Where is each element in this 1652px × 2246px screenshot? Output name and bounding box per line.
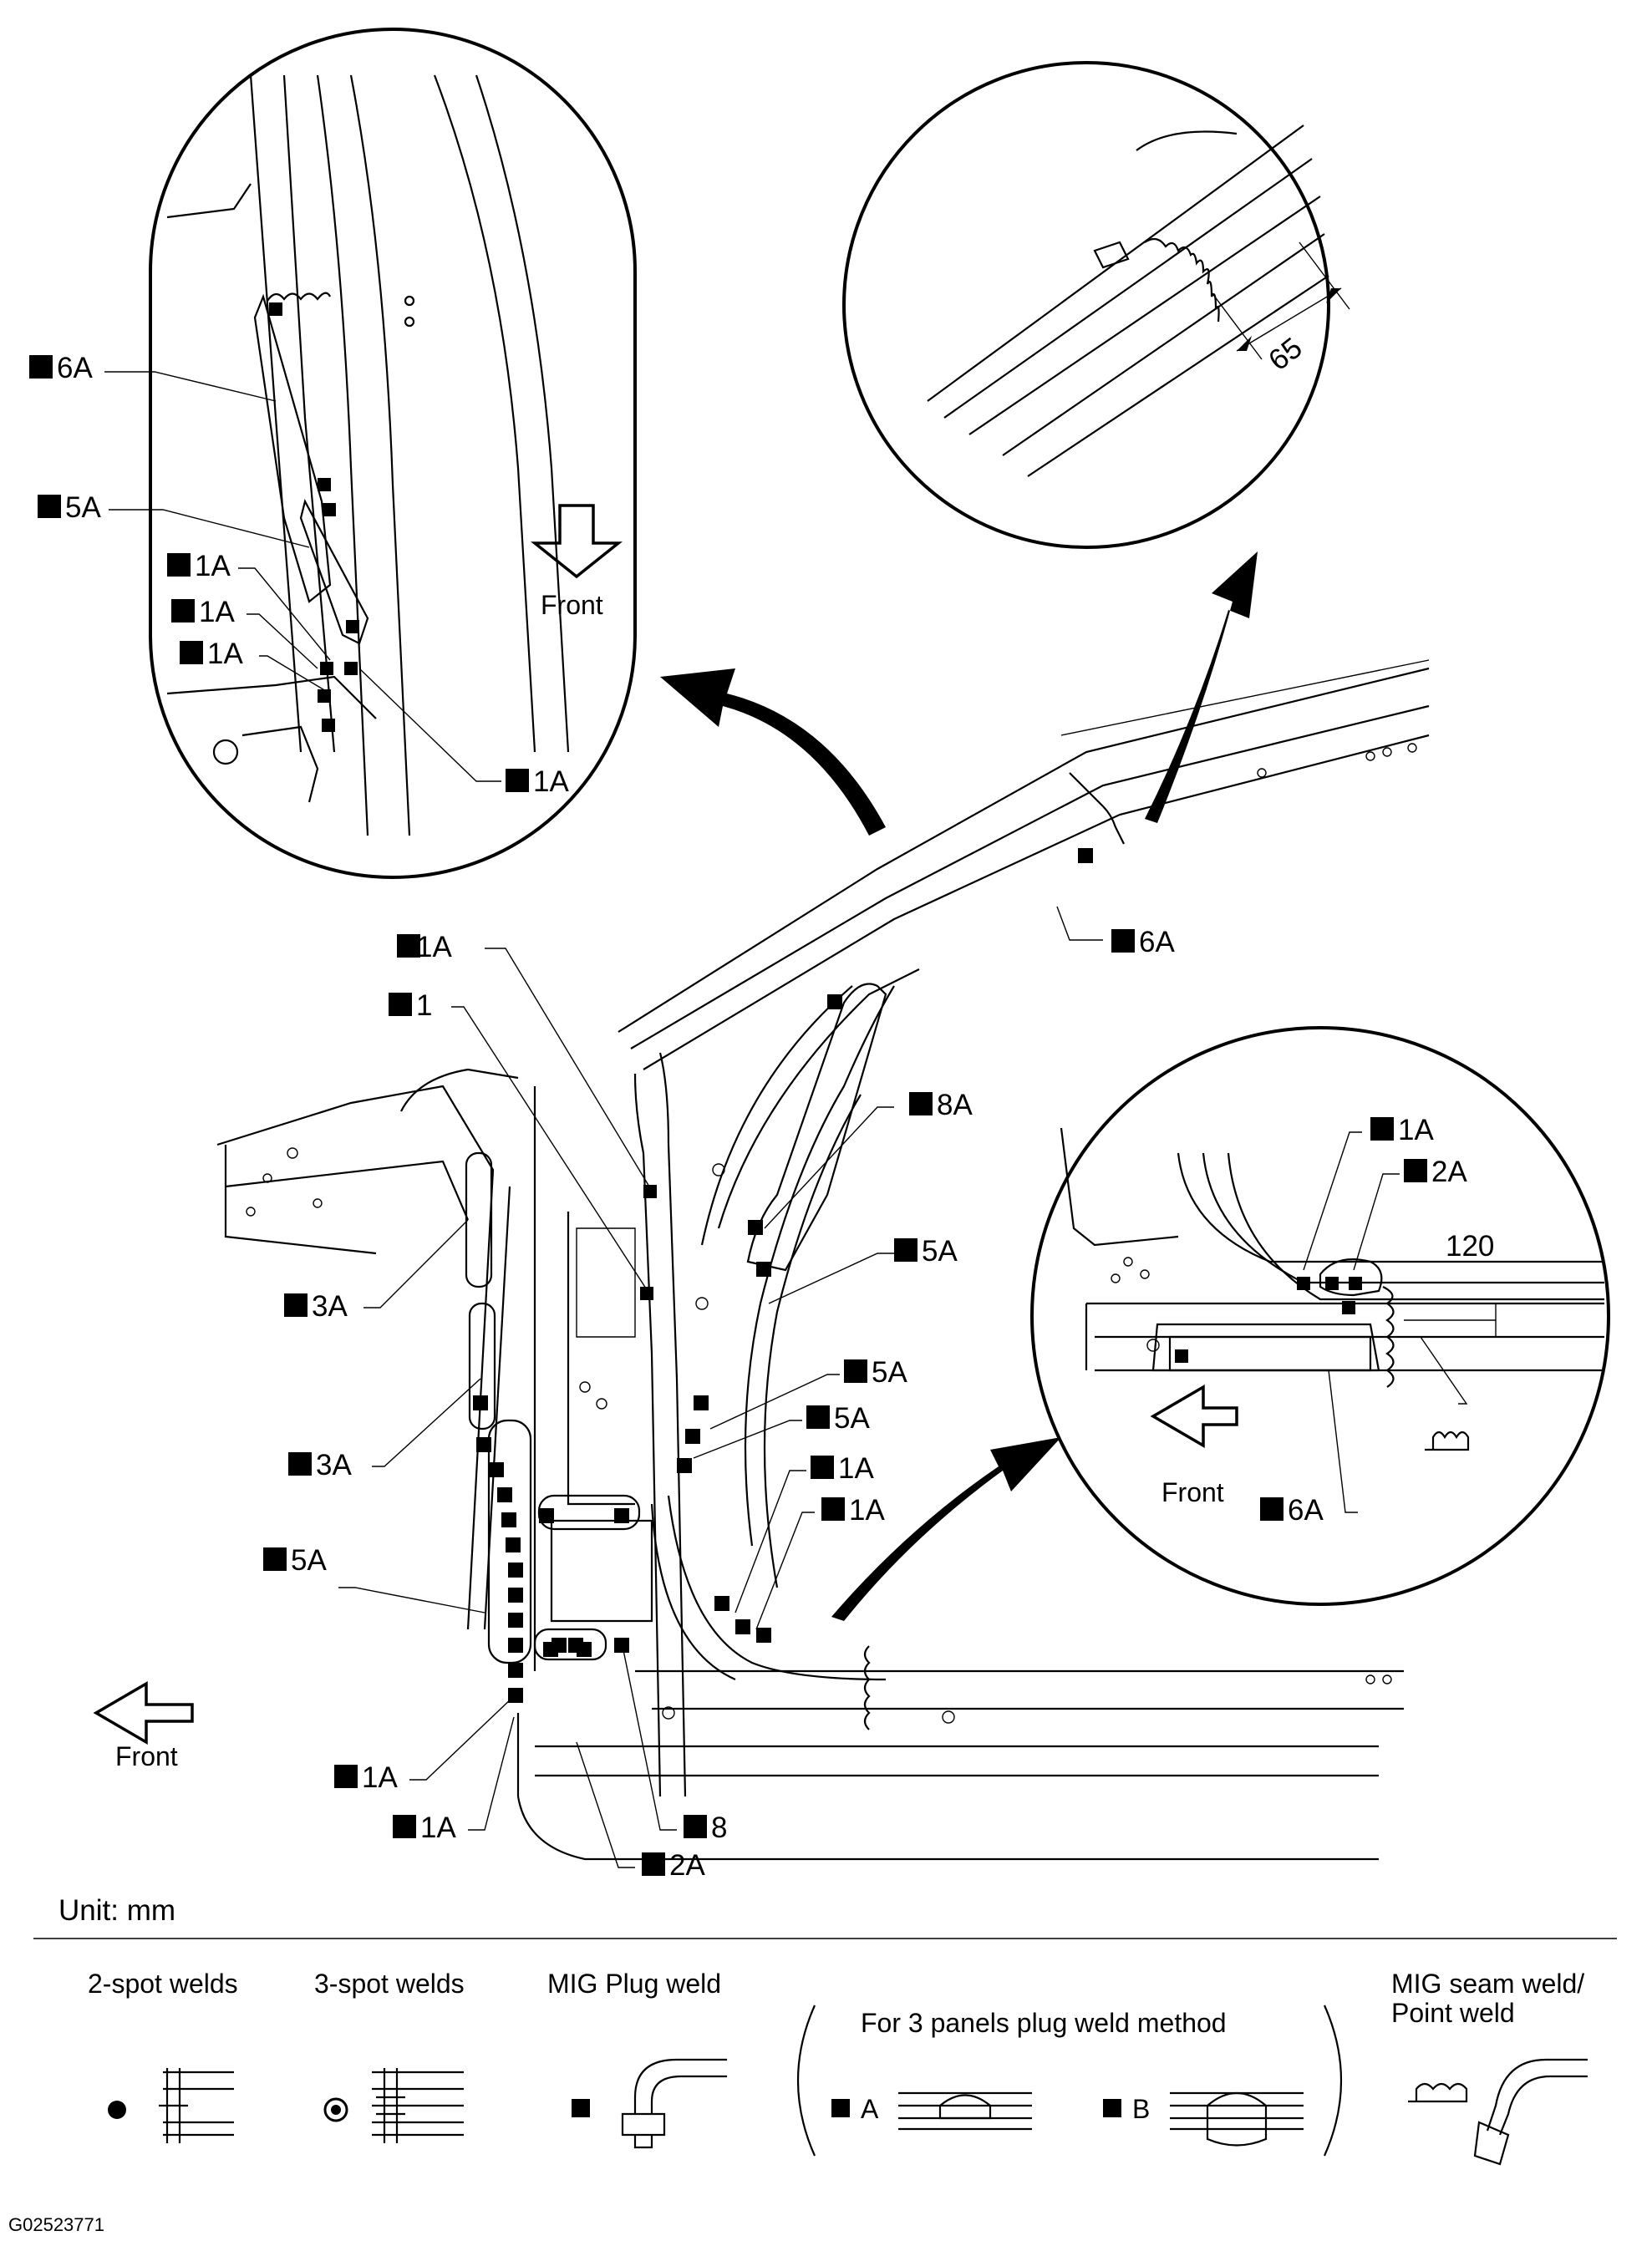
label-1a-h: 1A [362,1761,398,1794]
label-1a-i: 1A [420,1812,456,1844]
method-b-icon [1170,2091,1304,2147]
label-6a-a: 6A [57,352,93,384]
label-front-main: Front [115,1741,178,1771]
label-1a-c: 1A [207,638,243,670]
legend-mig-plug-label: MIG Plug weld [547,1969,721,1999]
legend-mig-seam-label-2: Point weld [1391,1998,1515,2028]
legend: 2-spot welds 3-spot welds MIG Plug weld … [88,1969,1588,2166]
legend-mig-seam-label-1: MIG seam weld/ [1391,1969,1584,1999]
weld-labels: 6A 5A 1A 1A 1A 1A Front 65 6A 1A 1 8A 5A… [29,332,1494,1882]
label-3a-a: 3A [312,1290,348,1323]
legend-method-b: B [1132,2094,1150,2124]
label-1a-b: 1A [199,596,235,628]
label-5a-c: 5A [872,1356,907,1389]
spot-dot-icon [108,2101,126,2119]
label-8: 8 [711,1812,727,1844]
label-5a-b: 5A [922,1235,958,1268]
label-front-sill: Front [1161,1477,1224,1507]
detail-arrows [660,551,1258,1621]
detail-sill [1030,1026,1610,1606]
label-120: 120 [1446,1230,1494,1263]
front-arrow-left [93,1680,194,1745]
plug-weld-markers [473,848,1093,1703]
label-1a-a: 1A [195,550,231,582]
label-1a-d: 1A [533,765,569,798]
label-front-detail: Front [541,590,603,620]
detail-roof-rail [842,61,1350,549]
label-1a-e: 1A [416,931,452,963]
label-1a-j: 1A [1398,1114,1434,1146]
label-3a-b: 3A [316,1449,352,1481]
method-a-icon [898,2091,1032,2131]
label-2a-b: 2A [1431,1156,1467,1188]
legend-2-spot-label: 2-spot welds [88,1969,238,1999]
leader-lines [104,371,1468,1868]
figure-id: G02523771 [8,2214,104,2235]
mig-seam-weld-icon [1408,2058,1588,2166]
label-1: 1 [416,989,432,1022]
label-5a-d: 5A [834,1402,870,1435]
detail-a-pillar [149,28,637,879]
three-spot-weld-icon [372,2068,464,2143]
body-structure-drawing [216,659,1430,1861]
legend-method-a: A [861,2094,879,2124]
label-6a-c: 6A [1288,1494,1324,1527]
two-spot-weld-icon [159,2068,234,2143]
label-2a-a: 2A [669,1849,705,1882]
label-5a-e: 5A [291,1544,327,1577]
legend-3-spot-label: 3-spot welds [314,1969,465,1999]
label-1a-g: 1A [849,1494,885,1527]
unit-label: Unit: mm [58,1894,175,1927]
label-6a-b: 6A [1139,926,1175,958]
label-1a-f: 1A [838,1452,874,1485]
legend-3-panels-label: For 3 panels plug weld method [861,2008,1227,2038]
mig-plug-weld-icon [621,2058,727,2149]
label-5a-a: 5A [65,491,101,524]
label-8a: 8A [937,1089,973,1121]
